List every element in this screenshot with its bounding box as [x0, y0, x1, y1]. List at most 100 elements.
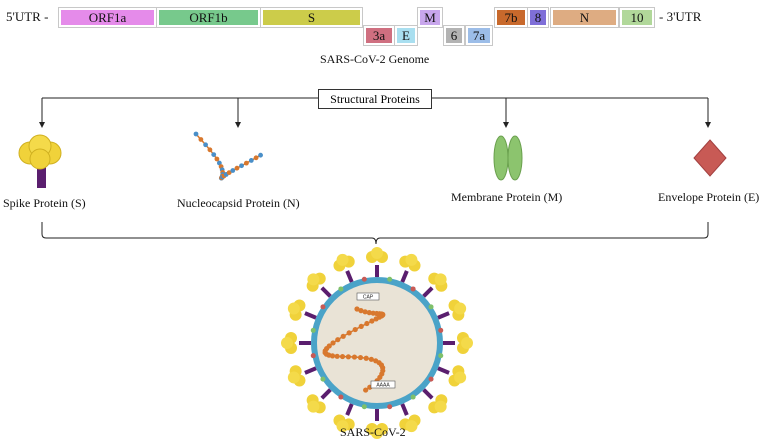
cap-box — [356, 292, 380, 301]
envelope-protein-label: Envelope Protein (E) — [658, 190, 760, 204]
gene-m: M — [418, 8, 442, 27]
virion-membrane-marker — [338, 394, 344, 400]
gene-7b: 7b — [495, 8, 527, 27]
gene-s: S — [261, 8, 362, 27]
virion-membrane-marker — [387, 276, 393, 282]
cap-label: CAP — [363, 295, 374, 301]
virion-membrane-marker — [410, 286, 416, 292]
gene-orf1a: ORF1a — [59, 8, 156, 27]
virion-spike-stalk — [304, 366, 317, 375]
spike-protein-icon — [18, 134, 62, 188]
utr3-label: - 3'UTR — [659, 9, 702, 24]
nucleocapsid-bead — [203, 142, 208, 148]
virion-spike-stalk — [345, 403, 354, 416]
virion-membrane-marker — [320, 376, 326, 382]
arrowhead-spike — [39, 122, 45, 128]
virion-rna-bead — [352, 326, 358, 333]
virion-rna-bead — [358, 323, 364, 330]
virion-spike-stalk — [422, 286, 434, 298]
virion-spike-stalk — [345, 270, 354, 283]
virion-membrane-marker — [361, 404, 367, 410]
virion-membrane-marker — [310, 353, 316, 359]
nucleocapsid-bead — [211, 152, 217, 157]
virion-spike-head — [287, 371, 300, 384]
virion-rna-bead — [362, 309, 368, 315]
gene-7a: 7a — [466, 26, 492, 45]
nucleocapsid-bead — [230, 168, 236, 173]
virion-label: SARS-CoV-2 — [340, 425, 406, 439]
virion-rna-bead — [357, 354, 364, 361]
virion-interior — [317, 283, 437, 403]
virion-rna-bead — [373, 316, 379, 322]
envelope-protein-icon — [693, 139, 727, 177]
virion-rna-bead — [339, 353, 346, 360]
virion-rna-bead — [340, 333, 346, 339]
structural-proteins-box: Structural Proteins — [318, 89, 432, 109]
virion-membrane-marker — [428, 376, 434, 382]
nucleocapsid-bead — [226, 170, 232, 176]
nucleocapsid-bead — [239, 163, 244, 169]
virion-rna-bead — [366, 310, 372, 316]
virion-spike-stalk — [422, 388, 434, 400]
virion-membrane-marker — [310, 327, 316, 333]
virion-spike-stalk — [400, 270, 409, 283]
virion-rna-bead — [334, 353, 340, 359]
virion-membrane-marker — [361, 276, 367, 282]
virion-spike-stalk — [320, 388, 332, 400]
virion-spike-head — [405, 420, 418, 433]
virion-rna-bead — [329, 353, 336, 359]
virion-rna-bead — [330, 340, 336, 346]
nucleocapsid-bead — [207, 147, 213, 153]
virion-rna-bead — [335, 337, 341, 343]
gene-6: 6 — [444, 26, 464, 45]
virion-spike-head — [454, 371, 467, 384]
virion-membrane-marker — [438, 353, 444, 359]
polya-label: AAAA — [376, 383, 390, 389]
virion-rna-bead — [364, 320, 370, 327]
virion-illustration: CAP AAAA — [281, 247, 473, 439]
arrowhead-membrane — [503, 122, 509, 128]
nucleocapsid-label: Nucleocapsid Protein (N) — [177, 196, 300, 210]
virion-spike-head — [307, 400, 320, 413]
virion-rna-bead — [354, 306, 360, 312]
virion-membrane-marker — [320, 304, 326, 310]
genome-title: SARS-CoV-2 Genome — [320, 52, 430, 66]
membrane-protein-icon — [493, 135, 523, 181]
spike-protein-label: Spike Protein (S) — [3, 196, 86, 210]
virion-spike-head — [336, 420, 349, 433]
gene-3a: 3a — [364, 26, 394, 45]
arrowhead-envelope — [705, 122, 711, 128]
virion-spike-head — [336, 253, 349, 266]
virion-rna-bead — [363, 355, 369, 361]
virion-spike-head — [307, 273, 320, 286]
virion-rna-bead — [369, 318, 375, 324]
utr5-label: 5'UTR - — [6, 9, 49, 24]
virion-spike-head — [405, 253, 418, 266]
virion-membrane-marker — [410, 394, 416, 400]
nucleocapsid-bead — [258, 152, 263, 158]
nucleocapsid-bead — [244, 160, 249, 166]
virion-membrane-marker — [438, 327, 444, 333]
virion-spike-stalk — [304, 311, 317, 320]
virion-rna-bead — [345, 354, 351, 360]
nucleocapsid-bead — [248, 158, 254, 163]
nucleocapsid-bead — [253, 155, 259, 161]
virion-spike-stalk — [437, 366, 450, 375]
virion-spike-head — [287, 302, 300, 315]
virion-spike-head — [461, 337, 473, 349]
gene-orf1b: ORF1b — [157, 8, 260, 27]
gene-n: N — [551, 8, 618, 27]
gene-8: 8 — [528, 8, 548, 27]
virion-spike-head — [434, 273, 447, 286]
virion-rna-bead — [363, 387, 369, 393]
virion-spike-head — [371, 247, 383, 259]
nucleocapsid-bead — [216, 160, 222, 166]
grouping-bracket — [41, 222, 709, 245]
virion-spike-head — [371, 427, 383, 439]
virion-spike-stalk — [320, 286, 332, 298]
virion-spike-stalk — [400, 403, 409, 416]
virion-membrane-marker — [428, 304, 434, 310]
virion-rna-bead — [358, 308, 364, 314]
